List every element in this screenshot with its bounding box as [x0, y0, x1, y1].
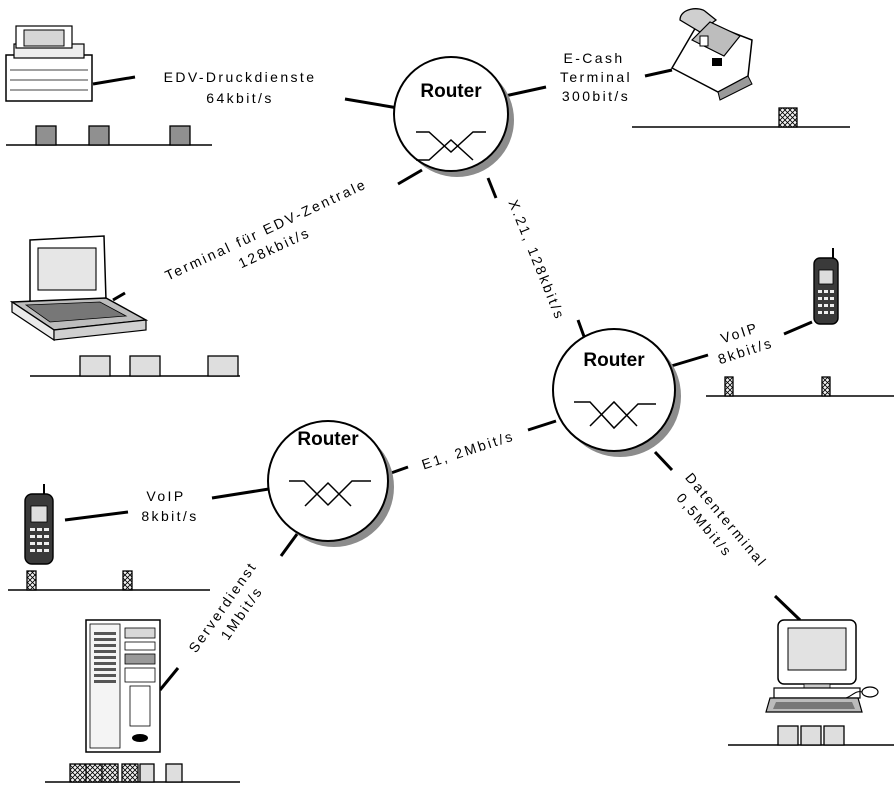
link-voip-left-a — [64, 510, 129, 522]
desktop-computer-icon — [765, 619, 879, 713]
link-terminal-a — [397, 168, 423, 186]
edv-druck-rate: 64kbit/s — [206, 90, 273, 106]
link-daten-b — [773, 594, 802, 622]
ecash-rate: 300bit/s — [562, 88, 630, 104]
voip-left-rate: 8kbit/s — [141, 508, 198, 524]
packet-timeline-laptop — [30, 355, 240, 377]
packet-timeline-printer — [6, 125, 212, 146]
link-label-edv-druck: EDV-Druckdienste 64kbit/s — [164, 69, 317, 106]
router-left: Router — [267, 420, 394, 547]
link-printer-b — [344, 97, 399, 110]
ecash-name: E-Cash — [563, 50, 624, 66]
router-right-label: Router — [583, 350, 645, 371]
link-label-e1: E1, 2Mbit/s — [420, 427, 517, 472]
x21-text: X.21, 128kbit/s — [505, 197, 568, 322]
laptop-icon — [9, 235, 149, 342]
voip-left-name: VoIP — [146, 488, 185, 504]
link-daten-a — [653, 450, 674, 472]
link-e1-b — [527, 419, 557, 432]
link-ecash-a — [504, 85, 547, 98]
link-voip-right-a — [667, 353, 709, 369]
link-server-b — [158, 667, 180, 691]
link-server-a — [279, 529, 302, 557]
link-voip-right-b — [783, 320, 813, 336]
mobile-phone-icon — [24, 484, 54, 565]
link-voip-left-b — [211, 486, 276, 500]
printer-icon — [5, 25, 93, 102]
router-right: Router — [552, 328, 681, 457]
link-printer-a — [92, 75, 136, 86]
link-label-voip-left: VoIP 8kbit/s — [141, 488, 198, 524]
packet-timeline-desktop — [728, 725, 894, 746]
packet-timeline-server — [45, 763, 240, 783]
router-top-label: Router — [420, 81, 482, 102]
packet-timeline-ecash — [632, 107, 850, 128]
link-ecash-b — [644, 68, 673, 78]
packet-timeline-voip-left — [8, 570, 210, 591]
edv-druck-name: EDV-Druckdienste — [164, 69, 317, 85]
link-label-x21: X.21, 128kbit/s — [505, 197, 568, 322]
mobile-phone-icon — [813, 248, 839, 325]
ecash-name-2: Terminal — [560, 69, 632, 85]
link-label-datenterminal: Datenterminal 0,5Mbit/s — [673, 469, 770, 570]
server-tower-icon — [85, 619, 161, 753]
packet-timeline-voip-right — [706, 376, 894, 397]
link-terminal-b — [112, 291, 126, 302]
link-label-ecash: E-Cash Terminal 300bit/s — [560, 50, 632, 104]
link-x21-a — [486, 177, 498, 199]
cash-terminal-icon — [670, 8, 753, 101]
link-label-serverdienst: Serverdienst 1Mbit/s — [185, 558, 266, 655]
e1-text: E1, 2Mbit/s — [420, 427, 517, 472]
link-label-voip-right: VoIP 8kbit/s — [716, 319, 775, 367]
router-top: Router — [393, 56, 514, 177]
terminal-edv-name: Terminal für EDV-Zentrale — [162, 176, 369, 284]
router-left-label: Router — [297, 429, 359, 450]
link-label-terminal-edv: Terminal für EDV-Zentrale 128kbit/s — [162, 176, 369, 284]
